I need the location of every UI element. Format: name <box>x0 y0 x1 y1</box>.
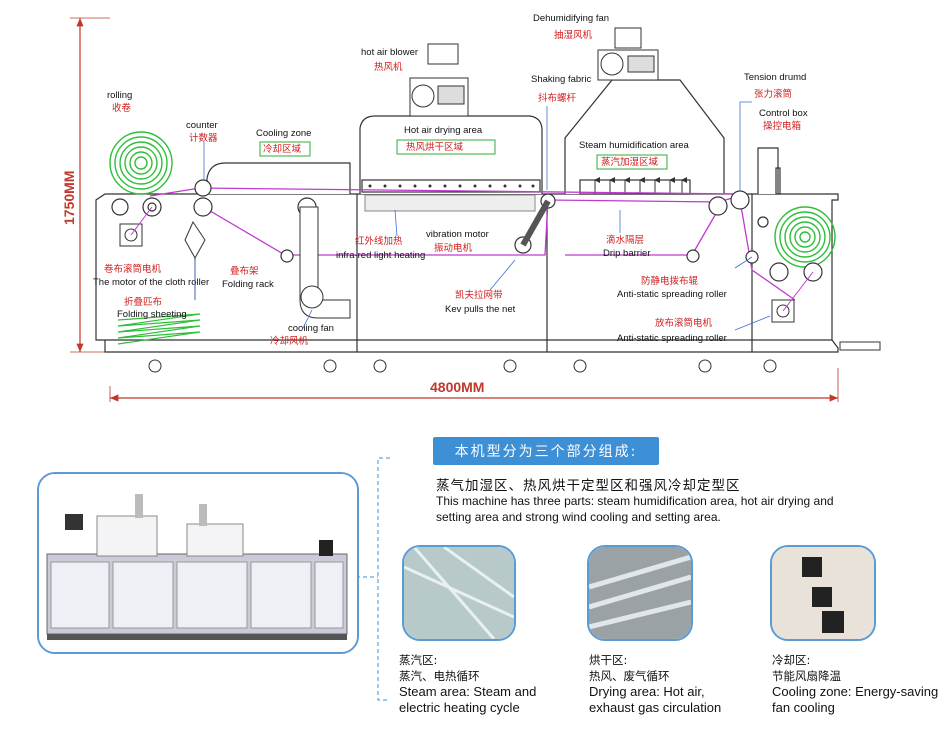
kev-label-en: Kev pulls the net <box>445 304 516 315</box>
hot-air-blower <box>409 43 469 117</box>
steam-area-caption-cn1: 蒸汽区: <box>399 653 438 667</box>
cooling-fan-label-en: cooling fan <box>288 323 334 334</box>
antistatic-label-cn: 防静电拨布辊 <box>641 275 699 287</box>
shaking-fabric-label-cn: 抖布螺杆 <box>538 92 577 104</box>
tension-drum-label-en: Tension drumd <box>744 72 806 83</box>
hot-air-drying-label-cn: 热风烘干区域 <box>406 141 464 153</box>
cooling-zone-label-en: Cooling zone <box>256 128 311 139</box>
folding-sheeting-label-cn: 折叠匹布 <box>124 296 162 308</box>
shaking-fabric-label-en: Shaking fabric <box>531 74 591 85</box>
control-box-label-en: Control box <box>759 108 808 119</box>
cooling-zone-caption-cn1: 冷却区: <box>772 653 811 667</box>
caster-wheels <box>148 341 881 373</box>
cooling-fan-label-cn: 冷却风机 <box>270 335 309 347</box>
cooling-zone-photo <box>770 545 876 641</box>
drying-area-caption-cn2: 热风、废气循环 <box>589 669 670 683</box>
kev-label-cn: 凯夫拉网带 <box>455 289 503 301</box>
cooling-zone-photo-drawing <box>772 547 874 639</box>
steam-area-label-cn: 蒸汽加湿区域 <box>601 156 659 168</box>
heater-elements <box>368 184 535 188</box>
vibration-motor-label-en: vibration motor <box>426 229 489 240</box>
width-label: 4800MM <box>430 379 484 395</box>
cooling-zone-label-cn: 冷却区域 <box>263 143 302 155</box>
drying-area-photo-drawing <box>589 547 691 639</box>
intro-text-en: This machine has three parts: steam humi… <box>436 494 834 524</box>
infrared-label-en: infra-red light heating <box>336 250 425 261</box>
drying-area-caption-cn1: 烘干区: <box>589 653 628 667</box>
cloth-motor <box>119 206 153 247</box>
release-motor-label-cn: 放布滚筒电机 <box>655 317 713 329</box>
hot-air-blower-label-en: hot air blower <box>361 47 418 58</box>
antistatic-label-en: Anti-static spreading roller <box>617 289 727 300</box>
steam-area-caption: 蒸汽区: 蒸汽、电热循环 Steam area: Steam and elect… <box>399 652 559 716</box>
dehumidifying-fan-label-en: Dehumidifying fan <box>533 13 609 24</box>
vibration-motor <box>520 199 551 247</box>
cloth-motor-label-en: The motor of the cloth roller <box>93 277 209 288</box>
rolling-label-cn: 收卷 <box>112 102 132 114</box>
cooling-fan-unit <box>299 206 351 319</box>
intro-banner: 本机型分为三个部分组成: <box>433 437 659 465</box>
folding-sheeting <box>117 313 201 345</box>
dehumidifying-fan-label-cn: 抽湿风机 <box>554 29 593 41</box>
steam-arrows <box>594 177 687 194</box>
steam-area-label-en: Steam humidification area <box>579 140 690 151</box>
steam-area-photo <box>402 545 516 641</box>
infrared-label-cn: 红外线加热 <box>355 235 403 247</box>
drip-barrier-label-en: Drip barrier <box>603 248 651 259</box>
tension-drum-label-cn: 张力滚筒 <box>754 88 792 100</box>
steam-area-photo-drawing <box>404 547 514 639</box>
width-dimension: 4800MM <box>109 368 839 402</box>
cooling-zone-caption-cn2: 节能风扇降温 <box>772 669 841 683</box>
drying-area-caption-en: Drying area: Hot air, exhaust gas circul… <box>589 684 722 715</box>
steam-area-caption-cn2: 蒸汽、电热循环 <box>399 669 480 683</box>
drip-barrier-label-cn: 滴水隔层 <box>606 234 644 246</box>
folding-rack-label-cn: 叠布架 <box>230 265 259 277</box>
cloth-motor-label-cn: 卷布滚筒电机 <box>104 263 162 275</box>
cooling-zone-caption-en: Cooling zone: Energy-saving fan cooling <box>772 684 939 715</box>
counter-label-en: counter <box>186 120 218 131</box>
drying-area-photo <box>587 545 693 641</box>
vibration-motor-label-cn: 振动电机 <box>434 242 473 254</box>
height-label: 1750MM <box>61 171 77 225</box>
control-box-label-cn: 操控电箱 <box>763 120 801 132</box>
hot-air-drying-label-en: Hot air drying area <box>404 125 483 136</box>
dehumidifying-fan <box>597 27 659 81</box>
folding-rack-label-en: Folding rack <box>222 279 274 290</box>
intro-text-cn: 蒸气加湿区、热风烘干定型区和强风冷却定型区 <box>436 478 741 494</box>
hot-air-blower-label-cn: 热风机 <box>374 61 403 73</box>
counter-label-cn: 计数器 <box>189 132 218 144</box>
photo-connector <box>356 457 390 701</box>
cooling-zone-caption: 冷却区: 节能风扇降温 Cooling zone: Energy-saving … <box>772 652 940 716</box>
release-motor-label-en: Anti-static spreading roller <box>617 333 727 344</box>
steam-area-caption-en: Steam area: Steam and electric heating c… <box>399 684 537 715</box>
release-motor <box>771 271 814 323</box>
height-dimension: 1750MM <box>61 17 110 353</box>
rolling-label-en: rolling <box>107 90 132 101</box>
folding-sheeting-label-en: Folding sheeting <box>117 309 187 320</box>
leader-lines <box>194 101 771 331</box>
machine-photo-drawing <box>39 474 357 652</box>
rolling-coil <box>109 131 173 195</box>
drying-area-caption: 烘干区: 热风、废气循环 Drying area: Hot air, exhau… <box>589 652 749 716</box>
machine-frame <box>95 79 839 353</box>
machine-photo <box>37 472 359 654</box>
